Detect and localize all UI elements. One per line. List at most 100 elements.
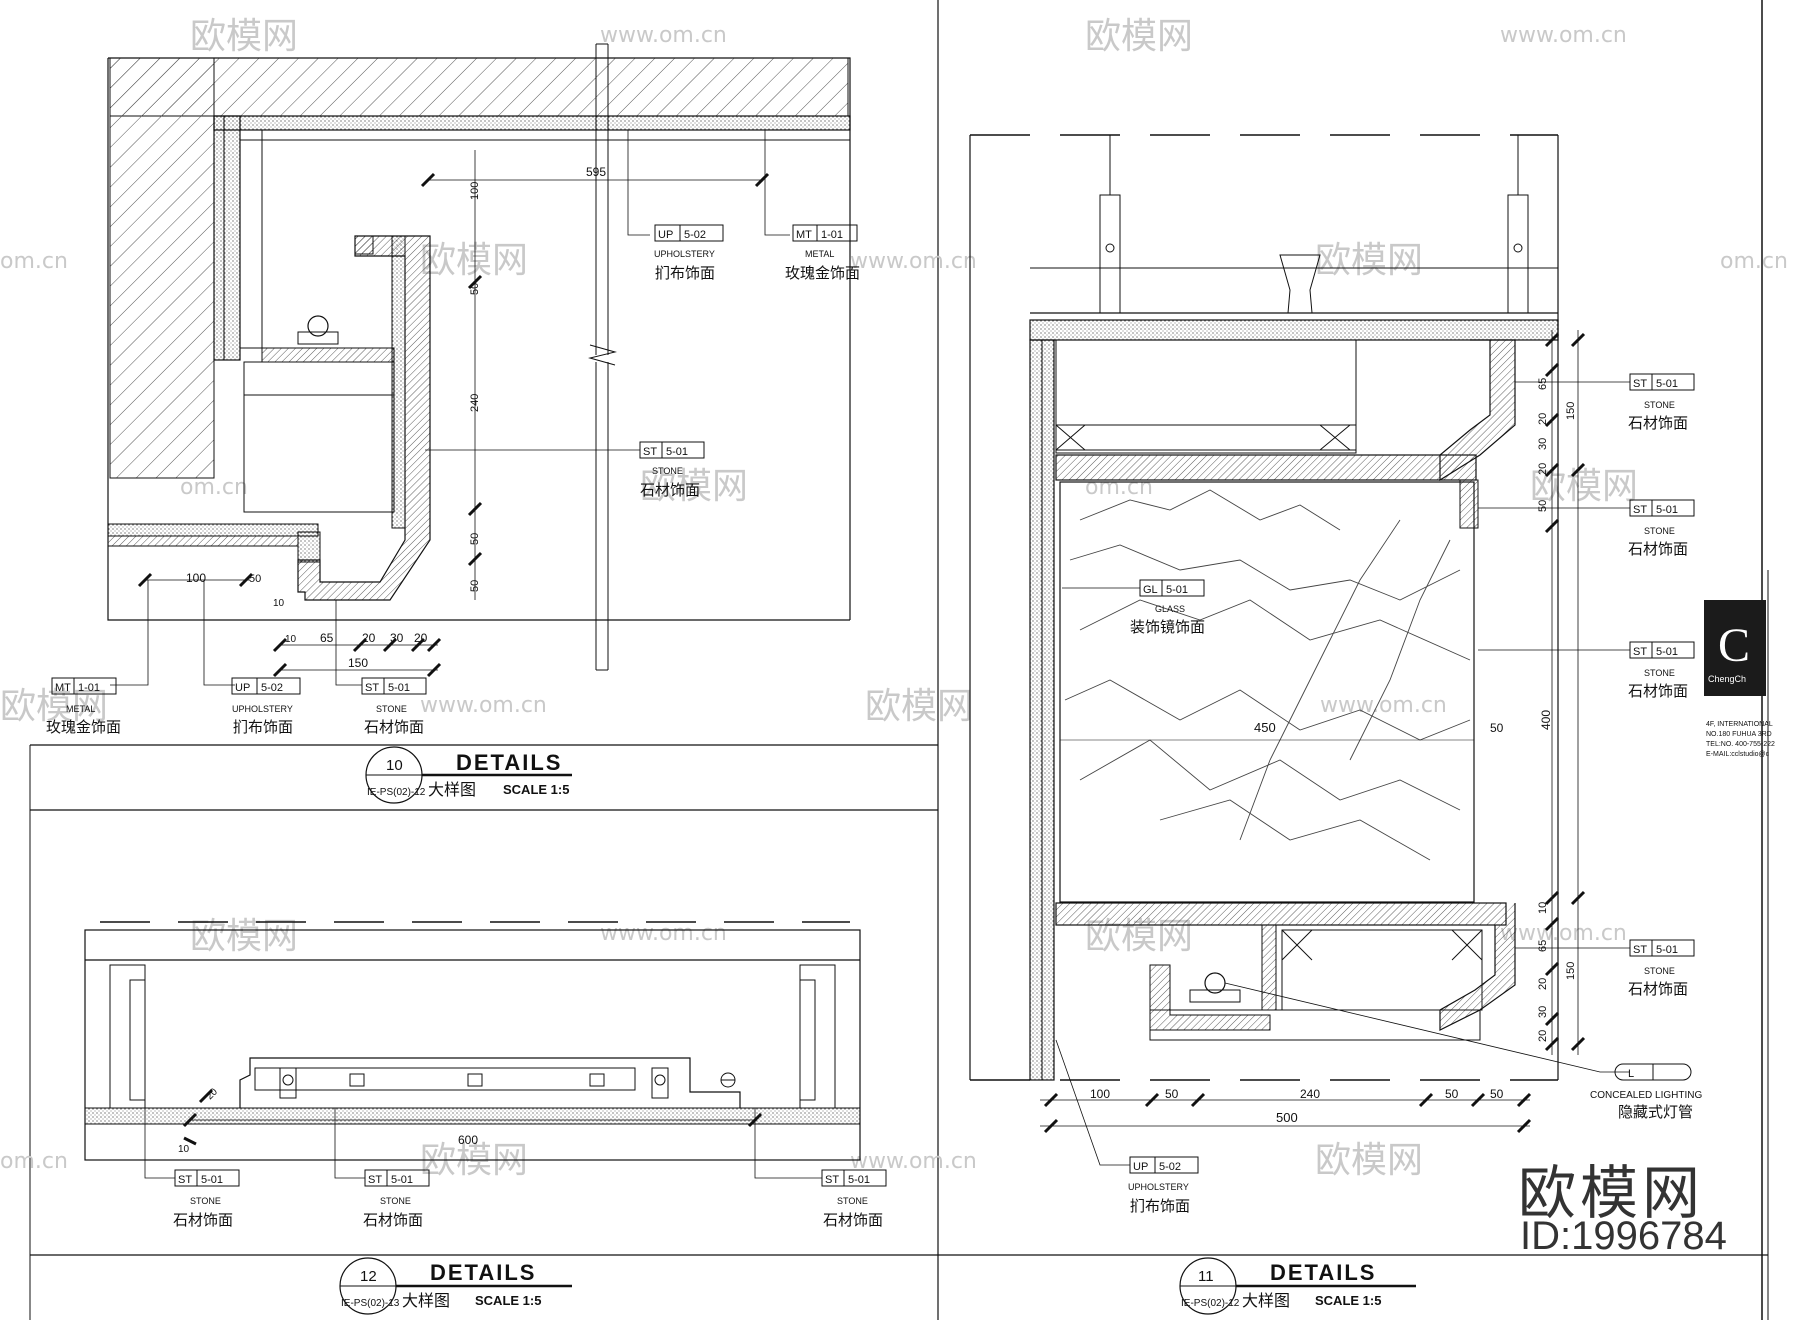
svg-text:UP: UP (658, 229, 673, 241)
svg-text:STONE: STONE (652, 466, 683, 476)
detail-10-title-block: 10 IE-PS(02)-12 DETAILS 大样图 SCALE 1:5 (365, 746, 572, 804)
detail-scale: SCALE 1:5 (475, 1293, 541, 1308)
watermark-brand: 欧模网 (190, 916, 298, 957)
svg-text:GL: GL (1143, 584, 1158, 596)
svg-text:STONE: STONE (1644, 526, 1675, 536)
detail-11-title-block: 11 IE-PS(02)-12 DETAILS 大样图 SCALE 1:5 (1179, 1257, 1416, 1315)
dimension-label: 50 (1490, 721, 1504, 735)
company-info-line: E-MAIL:cclstudio@c (1706, 751, 1770, 758)
detail-11-dimensions: 65 150 20 30 20 50 400 450 50 10 65 150 … (1090, 378, 1577, 1125)
watermark-url: om.cn (180, 475, 248, 500)
marble-veining (1064, 489, 1471, 861)
dimension-label: 240 (469, 394, 481, 412)
dimension-label: 20 (1537, 978, 1549, 990)
detail-title: DETAILS (1270, 1260, 1376, 1285)
watermark-brand: 欧模网 (190, 16, 298, 57)
company-info-line: NO.180 FUHUA 3RD (1706, 731, 1772, 738)
svg-text:5-01: 5-01 (666, 446, 688, 458)
svg-text:STONE: STONE (837, 1196, 868, 1206)
company-info-line: 4F, INTERNATIONAL (1706, 721, 1773, 728)
svg-text:扪布饰面: 扪布饰面 (655, 265, 715, 282)
watermark-brand-large: 欧模网 (1518, 1159, 1705, 1227)
watermark-url: www.om.cn (1500, 921, 1627, 946)
svg-text:UPHOLSTERY: UPHOLSTERY (654, 249, 715, 259)
detail-number: 11 (1198, 1268, 1214, 1285)
dimension-label: 595 (586, 165, 606, 179)
company-info: 4F, INTERNATIONAL NO.180 FUHUA 3RD TEL:N… (1706, 720, 1775, 760)
dimension-label: 450 (1254, 720, 1276, 735)
dimension-label: 10 (1537, 902, 1549, 914)
svg-text:石材饰面: 石材饰面 (640, 482, 700, 499)
watermark-brand: 欧模网 (865, 686, 973, 727)
svg-text:5-02: 5-02 (1159, 1161, 1181, 1173)
dimension-label: 50 (249, 573, 261, 585)
detail-12-drawing (84, 921, 861, 1179)
light-fixture-icon (1189, 972, 1241, 1003)
dimension-label: 10 (273, 598, 285, 609)
svg-text:ST: ST (825, 1174, 839, 1186)
detail-subtitle: 大样图 (428, 781, 476, 799)
watermark-brand: 欧模网 (1315, 1140, 1423, 1181)
svg-text:扪布饰面: 扪布饰面 (233, 719, 293, 736)
dimension-label: 50 (469, 283, 481, 295)
svg-text:玫瑰金饰面: 玫瑰金饰面 (785, 265, 860, 282)
dimension-label: 30 (390, 631, 404, 645)
detail-title: DETAILS (456, 750, 562, 775)
svg-text:5-01: 5-01 (391, 1174, 413, 1186)
detail-scale: SCALE 1:5 (1315, 1293, 1381, 1308)
watermark-brand: 欧模网 (1085, 16, 1193, 57)
watermark-url: www.om.cn (1320, 693, 1447, 718)
logo-subtext: ChengCh (1708, 674, 1747, 684)
svg-text:ST: ST (643, 446, 657, 458)
dimension-label: 100 (469, 182, 481, 200)
svg-text:ST: ST (1633, 504, 1647, 516)
watermark-url: www.om.cn (420, 693, 547, 718)
svg-text:METAL: METAL (805, 249, 834, 259)
detail-number: 10 (386, 757, 403, 774)
svg-text:5-01: 5-01 (848, 1174, 870, 1186)
svg-text:UP: UP (235, 682, 250, 694)
watermark-brand: 欧模网 (0, 686, 108, 727)
dimension-label: 100 (1090, 1087, 1110, 1101)
dimension-label: 150 (1565, 962, 1577, 980)
svg-text:隐藏式灯管: 隐藏式灯管 (1618, 1104, 1693, 1121)
dimension-label: 50 (469, 533, 481, 545)
svg-text:5-01: 5-01 (1656, 504, 1678, 516)
svg-text:UPHOLSTERY: UPHOLSTERY (1128, 1182, 1189, 1192)
background-watermarks: 欧模网 www.om.cn 欧模网 www.om.cn 欧模网 om.cn ww… (0, 16, 1788, 1181)
svg-text:1-01: 1-01 (821, 229, 843, 241)
svg-text:STONE: STONE (1644, 966, 1675, 976)
dimension-label: 10 (178, 1144, 190, 1155)
svg-text:石材饰面: 石材饰面 (1628, 981, 1688, 998)
dimension-label: 150 (1565, 402, 1577, 420)
svg-text:5-01: 5-01 (1656, 378, 1678, 390)
svg-text:METAL: METAL (66, 704, 95, 714)
watermark-url: om.cn (0, 1149, 68, 1174)
dimension-label: 20 (414, 631, 428, 645)
svg-text:UP: UP (1133, 1161, 1148, 1173)
svg-text:L: L (1628, 1068, 1634, 1080)
detail-12-title-block: 12 IE-PS(02)-13 DETAILS 大样图 SCALE 1:5 (339, 1257, 572, 1315)
dimension-label: 50 (1445, 1087, 1459, 1101)
watermark-brand: 欧模网 (420, 240, 528, 281)
dimension-label: 500 (1276, 1110, 1298, 1125)
svg-text:ST: ST (1633, 378, 1647, 390)
dimension-label: 20 (204, 1086, 220, 1102)
company-info-line: TEL:NO. 400-755-222 (1706, 741, 1775, 748)
dimension-label: 10 (285, 634, 297, 645)
svg-text:UPHOLSTERY: UPHOLSTERY (232, 704, 293, 714)
dimension-label: 30 (1537, 438, 1549, 450)
